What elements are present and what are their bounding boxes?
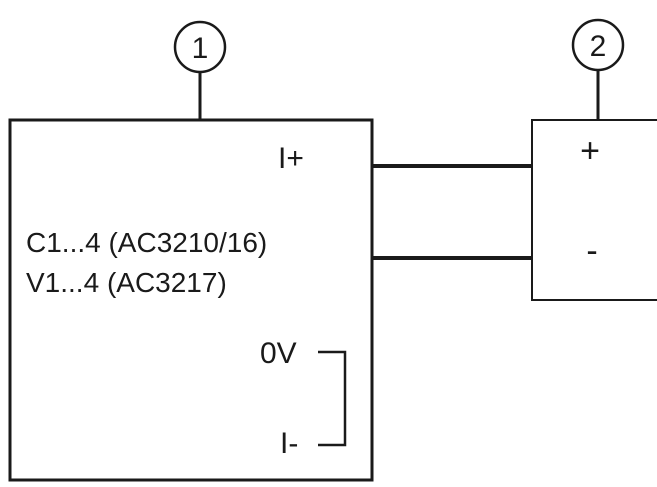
callout-2-number: 2 (590, 30, 607, 63)
callout-2-circle (571, 18, 625, 72)
module-terminal-0v-label: 0V (260, 337, 297, 370)
jumper-bracket (318, 350, 347, 447)
callout-1-circle (173, 20, 227, 74)
module-terminal-minus-label: I- (280, 427, 298, 460)
sensor-box (531, 119, 657, 301)
callout-1-number: 1 (192, 32, 209, 65)
module-channel-line-2: V1...4 (AC3217) (26, 267, 227, 298)
module-box (8, 118, 374, 482)
sensor-terminal-plus-label: + (580, 132, 600, 170)
sensor-terminal-minus-label: - (586, 232, 597, 270)
module-terminal-plus-label: I+ (278, 142, 304, 175)
module-channel-line-1: C1...4 (AC3210/16) (26, 227, 267, 258)
